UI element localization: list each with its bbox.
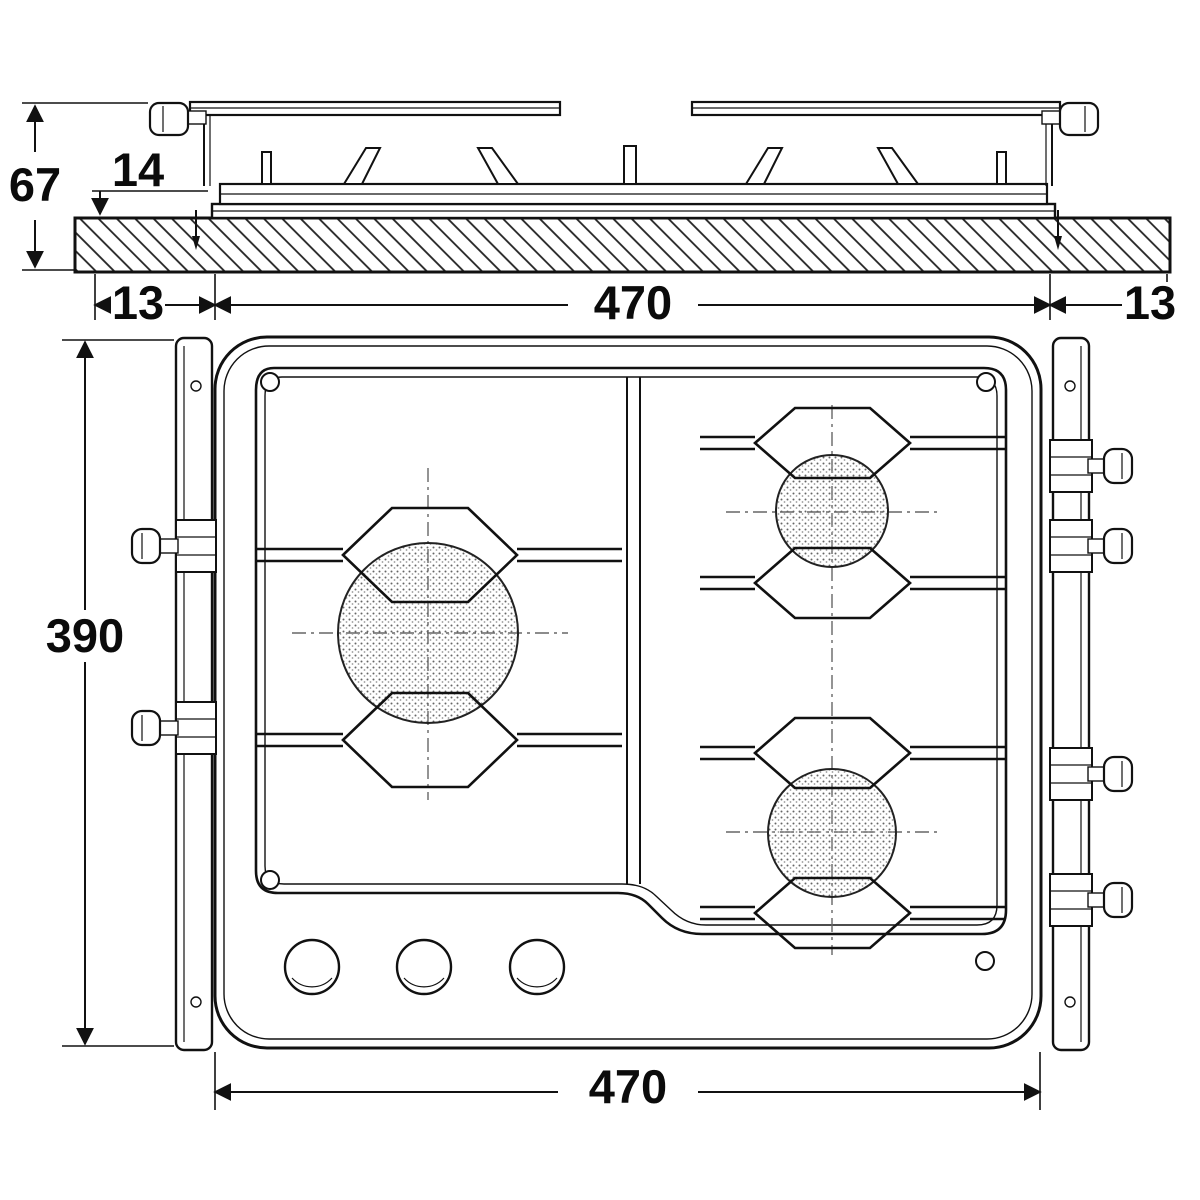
dim-470-bottom-bg bbox=[558, 1060, 698, 1112]
plan-view bbox=[130, 335, 1134, 1052]
mounting-rail-left bbox=[174, 336, 214, 1052]
dim-label-plan-depth: 390 bbox=[46, 609, 124, 662]
hob-top-plate-inner bbox=[223, 345, 1033, 1040]
screw-tip-right bbox=[1054, 236, 1062, 250]
clamp-bracket bbox=[1049, 439, 1093, 493]
burner-large bbox=[337, 542, 519, 724]
dim-13-left-bg bbox=[111, 282, 165, 326]
dim-label-flange-right: 13 bbox=[1124, 276, 1176, 329]
clamp-knob[interactable] bbox=[1102, 755, 1134, 793]
clamp-knob[interactable] bbox=[130, 527, 162, 565]
clamp-knob[interactable] bbox=[1102, 447, 1134, 485]
support-hexagon bbox=[753, 406, 912, 480]
clamp-knob[interactable] bbox=[1102, 881, 1134, 919]
dim-470-top-bg bbox=[568, 282, 698, 326]
dim-13-right-bg bbox=[1122, 282, 1178, 326]
clamp-right-2 bbox=[1049, 519, 1134, 573]
support-hexagon bbox=[753, 546, 912, 620]
tray-screw-top-right bbox=[976, 372, 996, 392]
clamp-right-4 bbox=[1049, 873, 1134, 927]
support-foot-3 bbox=[744, 147, 784, 185]
rail-left-hole-top bbox=[190, 380, 202, 392]
support-hexagon bbox=[341, 691, 519, 789]
control-knob-2[interactable] bbox=[395, 938, 453, 996]
control-knob-3-shade bbox=[516, 977, 558, 988]
screw-tip-left bbox=[192, 236, 200, 250]
clamp-right-3 bbox=[1049, 747, 1134, 801]
pan-support-large-burner bbox=[256, 506, 622, 789]
rail-right-hole-bottom bbox=[1064, 996, 1076, 1008]
clamp-knob-right-section bbox=[1058, 101, 1100, 137]
pan-support-top-right-burner bbox=[700, 406, 1006, 620]
burner-small-bottom bbox=[767, 768, 897, 898]
support-hexagon bbox=[341, 506, 519, 604]
control-knob-3[interactable] bbox=[508, 938, 566, 996]
plate-screw-bottom-right bbox=[975, 951, 995, 971]
clamp-bracket bbox=[175, 701, 217, 755]
rail-right-hole-top bbox=[1064, 380, 1076, 392]
clamp-left-1 bbox=[130, 519, 217, 573]
dim-label-cutout-width: 470 bbox=[594, 276, 672, 329]
dim-label-above-worktop: 14 bbox=[112, 143, 164, 196]
burner-tray-inner-outline bbox=[264, 376, 998, 926]
plan-dimensions: 390 470 bbox=[28, 339, 1042, 1113]
dim-label-plan-width: 470 bbox=[589, 1060, 667, 1113]
tray-screw-top-left bbox=[260, 372, 280, 392]
dim-label-flange-left: 13 bbox=[112, 276, 164, 329]
control-knob-2-shade bbox=[403, 977, 445, 988]
mounting-rail-right bbox=[1051, 336, 1091, 1052]
control-knob-1-shade bbox=[291, 977, 333, 988]
support-peg-2 bbox=[623, 145, 637, 185]
clamp-bracket bbox=[1049, 747, 1093, 801]
rail-left-hole-bottom bbox=[190, 996, 202, 1008]
support-hexagon bbox=[753, 716, 912, 790]
clamp-knob[interactable] bbox=[130, 709, 162, 747]
support-foot-4 bbox=[876, 147, 920, 185]
control-knob-1[interactable] bbox=[283, 938, 341, 996]
dim-390-bg bbox=[28, 610, 142, 662]
section-dimensions: 67 14 13 470 13 bbox=[9, 102, 1178, 329]
support-foot-2 bbox=[476, 147, 520, 185]
support-hexagon bbox=[753, 876, 912, 950]
support-peg-1 bbox=[261, 151, 272, 185]
support-foot-1 bbox=[342, 147, 382, 185]
worktop-section bbox=[73, 216, 1172, 274]
clamp-right-1 bbox=[1049, 439, 1134, 493]
clamp-bracket bbox=[1049, 519, 1093, 573]
section-view bbox=[73, 100, 1172, 274]
clamp-bracket bbox=[1049, 873, 1093, 927]
clamp-knob[interactable] bbox=[1102, 527, 1134, 565]
clamp-left-2 bbox=[130, 701, 217, 755]
support-peg-3 bbox=[996, 151, 1007, 185]
clamp-knob-left-section bbox=[148, 101, 190, 137]
dim-label-total-height: 67 bbox=[9, 158, 61, 211]
pan-support-bottom-right-burner bbox=[700, 716, 1006, 950]
tray-screw-bottom-left bbox=[260, 870, 280, 890]
clamp-bracket bbox=[175, 519, 217, 573]
burner-small-top bbox=[775, 454, 889, 568]
